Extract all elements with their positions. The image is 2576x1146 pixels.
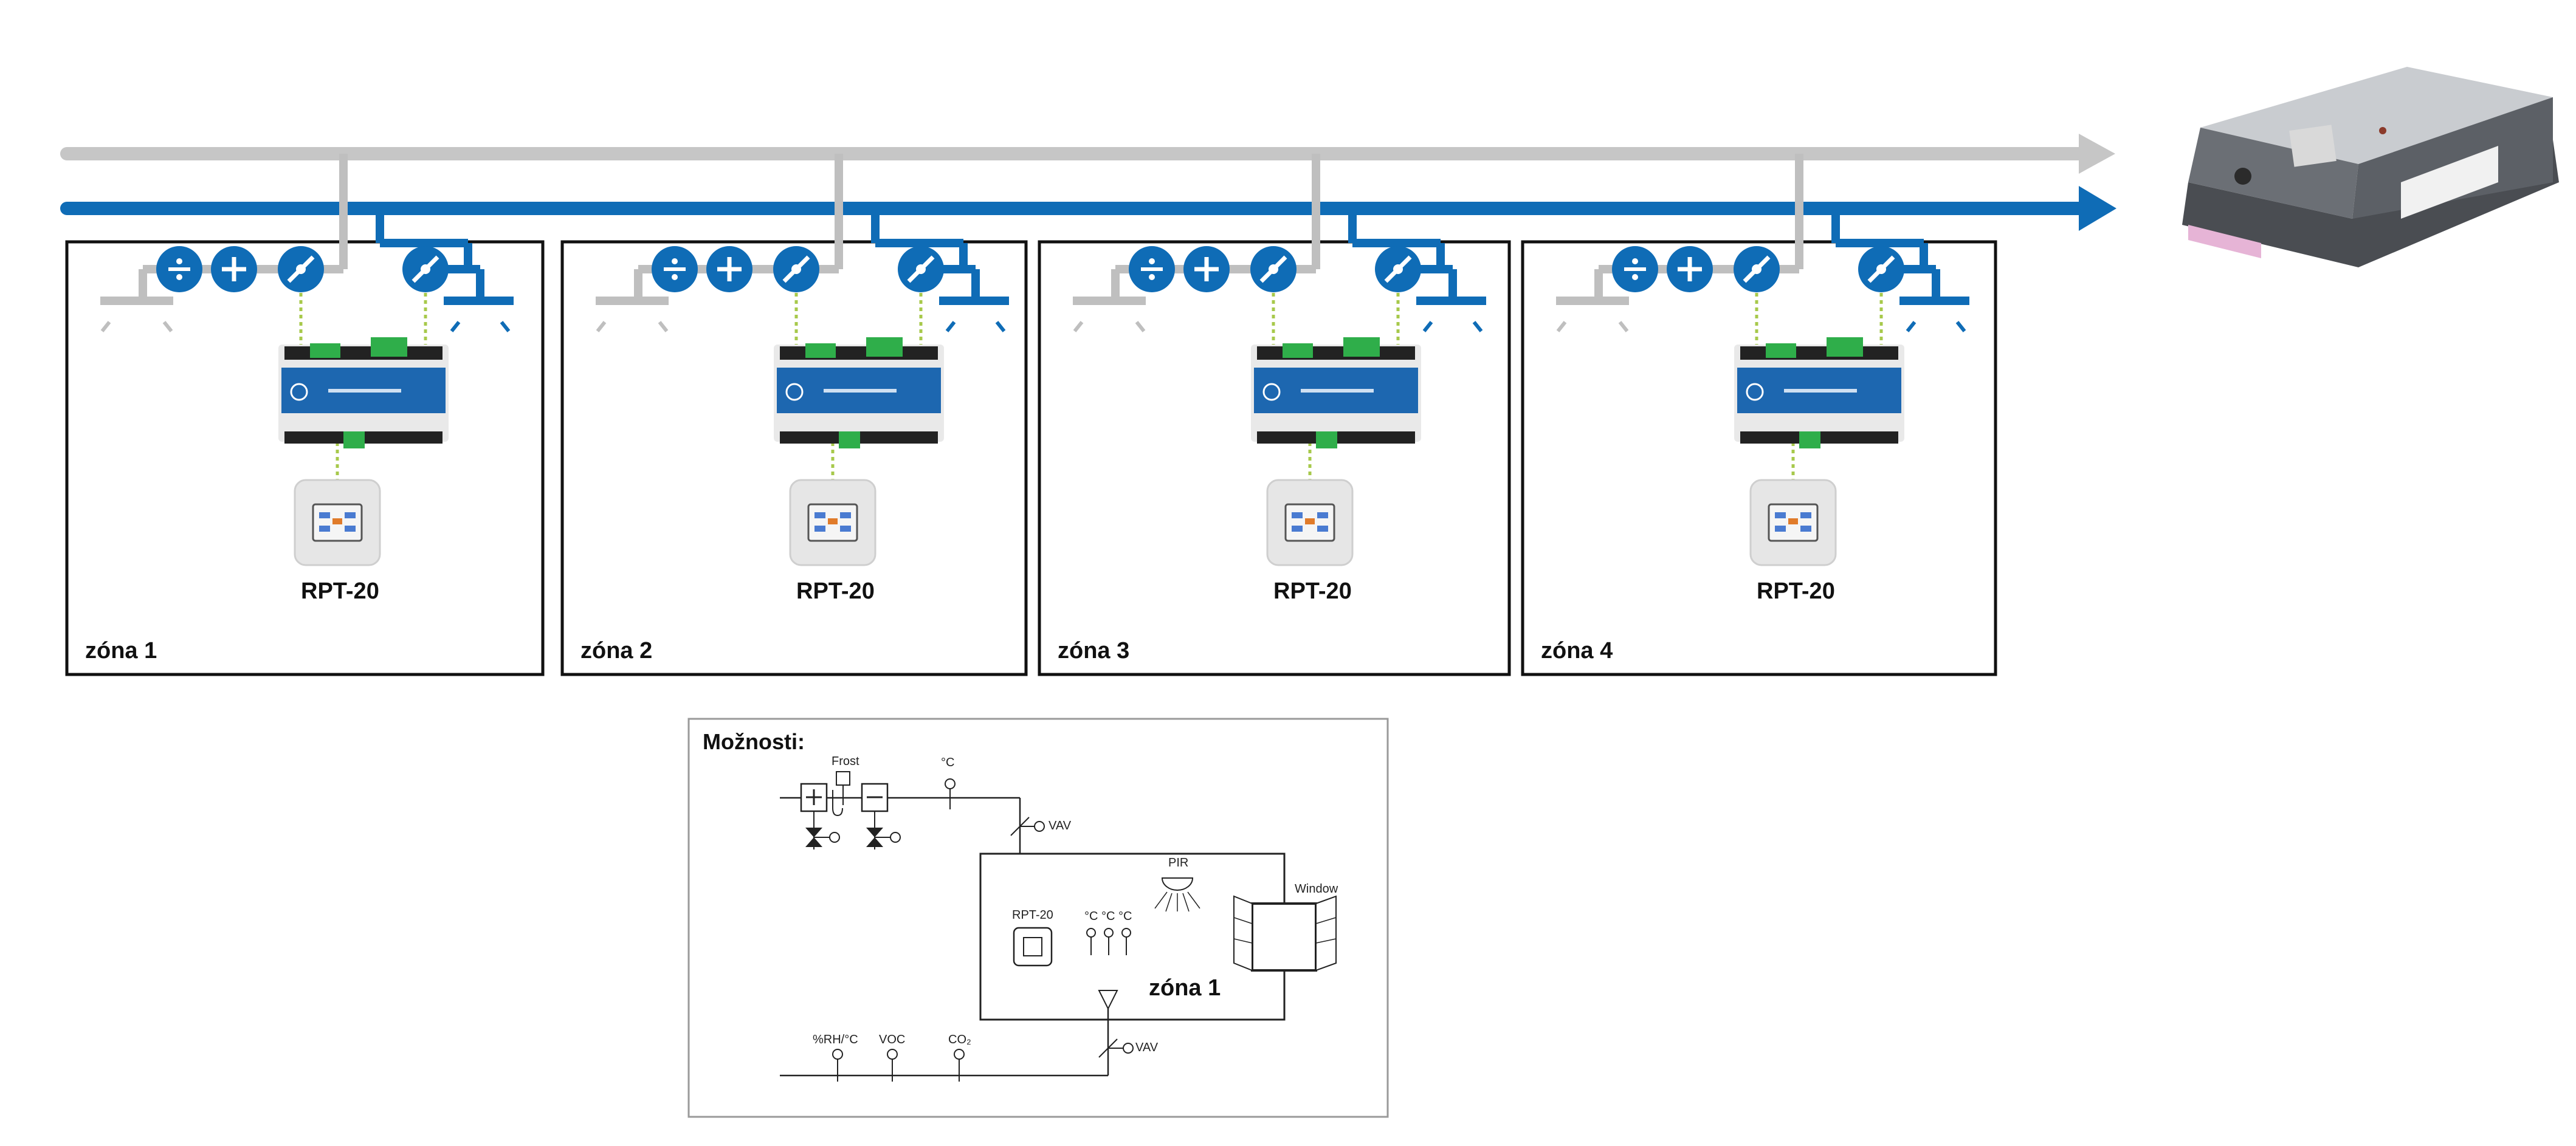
zone-1-label: zóna 1 xyxy=(85,638,157,664)
co2-label: CO₂ xyxy=(948,1033,971,1046)
rpt-20-thermostat-image xyxy=(294,479,381,566)
ahu-unit-image xyxy=(2182,67,2559,267)
options-zone-label: zóna 1 xyxy=(1149,975,1221,1001)
co2-sensor-icon xyxy=(954,1049,965,1082)
pir-label: PIR xyxy=(1168,856,1189,870)
supply-diffuser-icon xyxy=(1422,321,1483,332)
rpt-20-thermostat-image xyxy=(1266,479,1354,566)
exhaust-grille-icon xyxy=(1098,990,1118,1010)
divide-icon xyxy=(1612,246,1658,292)
zone-3-label: zóna 3 xyxy=(1058,638,1130,664)
divide-icon xyxy=(1129,246,1175,292)
frost-label: Frost xyxy=(832,755,859,768)
greenzone-module xyxy=(1734,337,1904,448)
exhaust-diffuser-icon xyxy=(1556,321,1629,332)
plus-icon xyxy=(1667,246,1713,292)
greenzone-module xyxy=(278,337,449,448)
vav-exhaust-label: VAV xyxy=(1135,1041,1159,1054)
zone-4 xyxy=(1521,154,1997,676)
options-panel xyxy=(687,718,1389,1118)
plus-icon xyxy=(211,246,257,292)
zone-4-label: zóna 4 xyxy=(1541,638,1613,664)
damper-icon xyxy=(898,246,944,292)
greenzone-module xyxy=(1251,337,1421,448)
zone-1 xyxy=(65,154,545,676)
zone-2-label: zóna 2 xyxy=(580,638,653,664)
rpt-20-thermostat-image xyxy=(789,479,876,566)
supply-diffuser-icon xyxy=(1906,321,1966,332)
cooler-icon xyxy=(861,783,889,812)
damper-icon xyxy=(773,246,819,292)
options-title: Možnosti: xyxy=(703,729,805,754)
supply-main-duct xyxy=(60,186,2116,231)
supply-diffuser-icon xyxy=(945,321,1006,332)
valve-icon xyxy=(866,811,901,849)
zone-3-device-label: RPT-20 xyxy=(1273,578,1352,604)
damper-icon xyxy=(1250,246,1297,292)
damper-icon xyxy=(1375,246,1421,292)
zone-4-device-label: RPT-20 xyxy=(1757,578,1835,604)
room-thermostat-icon xyxy=(1013,927,1053,967)
rpt-20-thermostat-image xyxy=(1749,479,1837,566)
exhaust-diffuser-icon xyxy=(1073,321,1146,332)
zone-3 xyxy=(1038,154,1511,676)
damper-icon xyxy=(1734,246,1780,292)
vav-supply-label: VAV xyxy=(1049,819,1072,832)
divide-icon xyxy=(652,246,698,292)
plus-icon xyxy=(706,246,752,292)
vav-damper-icon xyxy=(1098,1038,1134,1058)
room-device-label: RPT-20 xyxy=(1012,908,1053,922)
damper-icon xyxy=(278,246,324,292)
humidity-sensor-icon xyxy=(832,1049,843,1082)
zone-2 xyxy=(560,154,1028,676)
damper-icon xyxy=(402,246,449,292)
pir-sensor-icon xyxy=(1154,877,1200,912)
voc-label: VOC xyxy=(879,1033,906,1046)
duct-temp-label: °C xyxy=(941,756,955,769)
greenzone-module xyxy=(774,337,944,448)
plus-icon xyxy=(1183,246,1230,292)
zone-2-device-label: RPT-20 xyxy=(796,578,875,604)
window-icon xyxy=(1233,895,1337,972)
valve-icon xyxy=(805,811,840,849)
room-temps-label: °C °C °C xyxy=(1084,910,1132,923)
room-temp-sensors-icon xyxy=(1086,928,1131,955)
exhaust-diffuser-icon xyxy=(100,321,173,332)
window-label: Window xyxy=(1295,882,1338,896)
damper-icon xyxy=(1858,246,1904,292)
duct-temp-sensor-icon xyxy=(945,778,956,809)
voc-sensor-icon xyxy=(887,1049,898,1082)
vav-damper-icon xyxy=(1010,817,1045,836)
rh-label: %RH/°C xyxy=(813,1033,858,1046)
exhaust-main-duct xyxy=(60,134,2115,174)
divide-icon xyxy=(156,246,202,292)
exhaust-diffuser-icon xyxy=(596,321,669,332)
zone-1-device-label: RPT-20 xyxy=(301,578,379,604)
supply-diffuser-icon xyxy=(450,321,511,332)
